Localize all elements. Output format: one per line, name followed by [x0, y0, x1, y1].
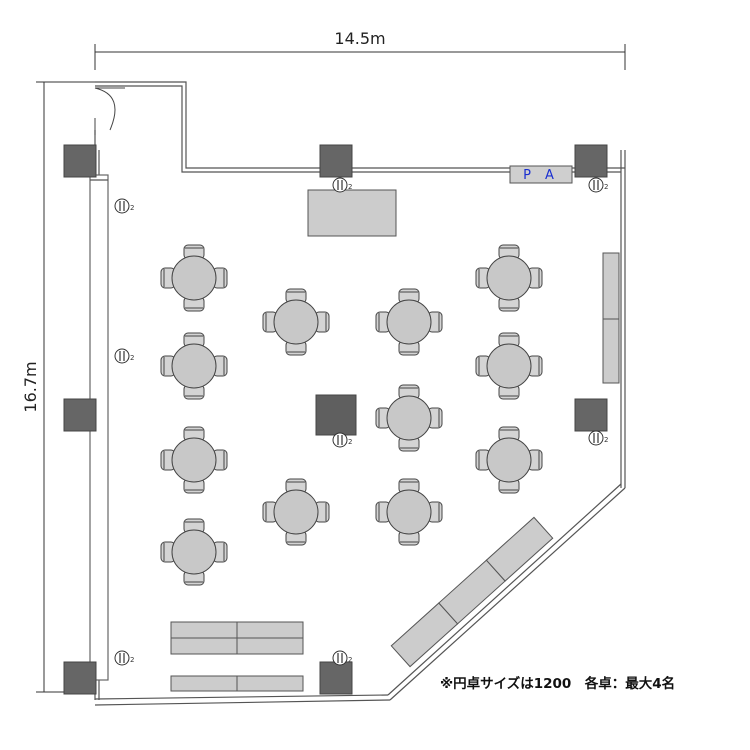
outlet-icon: 2	[588, 177, 608, 193]
round-table	[273, 489, 319, 535]
round-table	[386, 489, 432, 535]
pillar	[63, 661, 97, 695]
outlet-icon: 2	[114, 650, 134, 666]
round-table	[386, 299, 432, 345]
round-table-set	[262, 478, 330, 546]
outlet-count: 2	[130, 354, 134, 362]
stage-platform	[307, 189, 397, 237]
round-table-set	[160, 518, 228, 586]
outlet-icon: 2	[588, 430, 608, 446]
table-size-note: ※円卓サイズは1200 各卓：最大4名	[440, 675, 675, 692]
round-table	[171, 255, 217, 301]
outlet-count: 2	[348, 183, 352, 191]
pillar	[63, 144, 97, 178]
outlet-icon: 2	[332, 177, 352, 193]
pillar	[63, 398, 97, 432]
width-dimension	[94, 44, 626, 70]
round-table-set	[375, 288, 443, 356]
outlet-count: 2	[130, 656, 134, 664]
round-table-set	[475, 426, 543, 494]
outlet-count: 2	[348, 438, 352, 446]
round-table-set	[475, 332, 543, 400]
round-table	[273, 299, 319, 345]
round-table-set	[475, 244, 543, 312]
pillar	[319, 661, 353, 695]
round-table	[171, 343, 217, 389]
height-dimension-label: 16.7m	[21, 361, 40, 412]
pillar	[574, 144, 608, 178]
rect-table	[170, 675, 238, 692]
outlet-count: 2	[348, 656, 352, 664]
round-table	[386, 395, 432, 441]
round-table	[486, 343, 532, 389]
entrance-door	[94, 87, 125, 135]
outlet-icon: 2	[332, 432, 352, 448]
pillar	[319, 144, 353, 178]
outlet-count: 2	[604, 183, 608, 191]
outlet-count: 2	[604, 436, 608, 444]
pillar-center	[315, 394, 357, 436]
round-table-set	[375, 478, 443, 546]
outlet-icon: 2	[114, 348, 134, 364]
room-walls	[89, 81, 626, 706]
right-counter	[602, 252, 620, 384]
round-tables	[160, 244, 543, 586]
diagonal-counter	[390, 516, 554, 668]
pillar	[574, 398, 608, 432]
outlet-icon: 2	[332, 650, 352, 666]
outlet-count: 2	[130, 204, 134, 212]
rect-tables	[170, 621, 304, 692]
round-table-set	[375, 384, 443, 452]
pillars	[63, 144, 608, 695]
power-outlets: 2 2 2 2 2 2 2 2	[114, 177, 608, 666]
round-table	[171, 529, 217, 575]
rect-table	[236, 675, 304, 692]
round-table	[486, 255, 532, 301]
round-table-set	[160, 332, 228, 400]
pa-booth: P A	[509, 165, 573, 184]
round-table-set	[160, 244, 228, 312]
round-table	[486, 437, 532, 483]
outlet-icon: 2	[114, 198, 134, 214]
pa-label: P A	[523, 168, 559, 183]
round-table-set	[262, 288, 330, 356]
round-table-set	[160, 426, 228, 494]
round-table	[171, 437, 217, 483]
width-dimension-label: 14.5m	[334, 29, 385, 48]
